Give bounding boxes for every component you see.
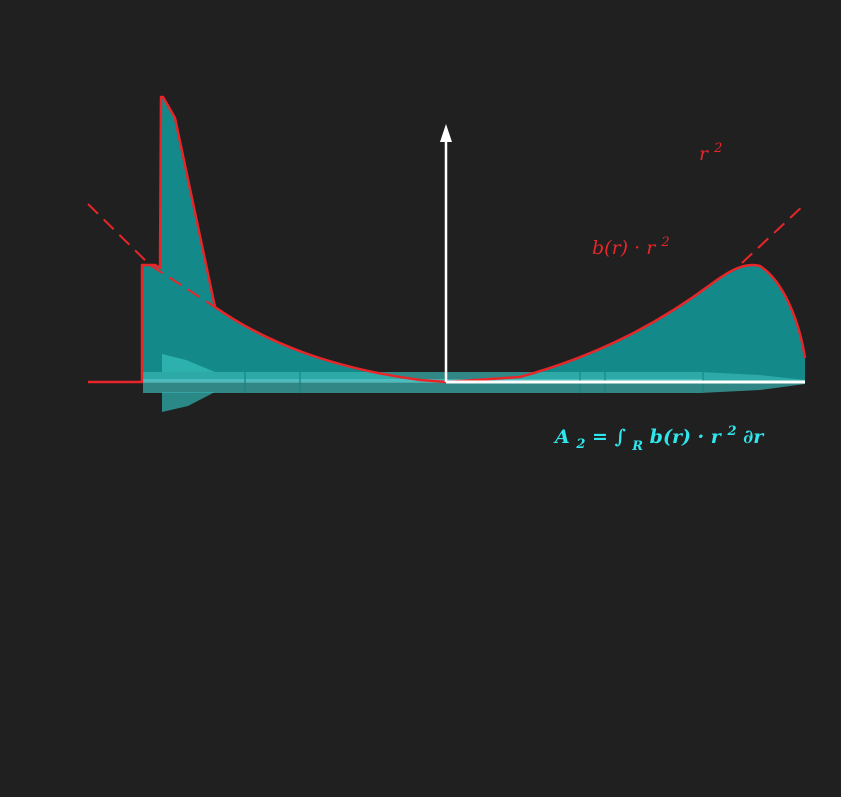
r-squared-base: r <box>699 143 710 165</box>
weighted-label: b(r) · r 2 <box>592 235 670 259</box>
rocket-fin-lower <box>162 392 215 412</box>
rocket-fin-upper <box>162 354 215 372</box>
r-squared-label: r 2 <box>699 141 722 165</box>
weighted-label-text: b(r) · r <box>592 237 657 259</box>
formula-integral-sign: ∫ <box>615 426 626 448</box>
formula-integrand-exponent: 2 <box>726 424 736 439</box>
integral-formula: A 2 = ∫ R b(r) · r 2 ∂r <box>553 418 765 455</box>
formula-lhs: A <box>553 426 570 448</box>
r-squared-exponent: 2 <box>713 141 722 156</box>
vertical-axis-arrowhead <box>440 124 452 142</box>
formula-equals: = <box>592 426 615 448</box>
weighted-label-exponent: 2 <box>660 235 669 250</box>
formula-integrand: b(r) · r <box>650 426 723 448</box>
r-squared-dashed-left <box>87 203 216 308</box>
formula-lhs-subscript: 2 <box>575 437 585 452</box>
formula-differential: ∂r <box>743 426 765 448</box>
r-squared-dashed-right <box>741 203 806 264</box>
formula-integral-subscript: R <box>631 439 643 454</box>
weighted-curve-outline <box>88 95 807 384</box>
weighted-area-fill <box>142 97 805 382</box>
